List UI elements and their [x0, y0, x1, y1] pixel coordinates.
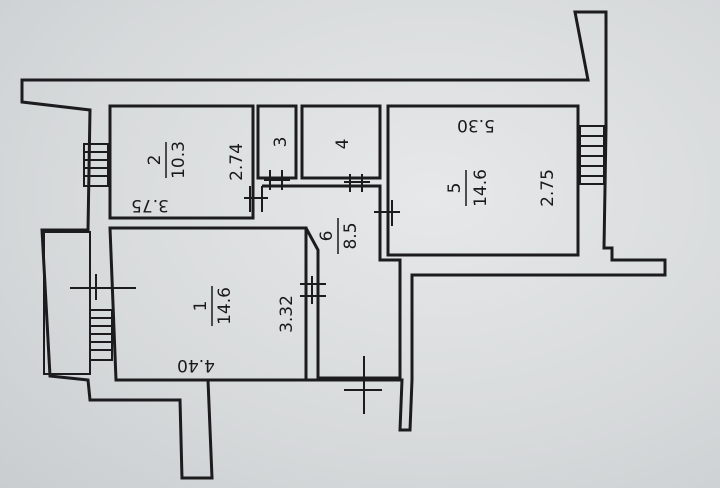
room-1-width: 3.32 — [277, 295, 297, 333]
room-3-number: 3 — [271, 137, 291, 148]
room-1-number: 1 — [191, 301, 211, 312]
room-1-length: 4.40 — [177, 355, 215, 375]
window-room-2 — [83, 143, 109, 187]
room-6-number: 6 — [317, 231, 337, 242]
room-6-outline — [262, 184, 402, 380]
room-5-width: 2.75 — [538, 169, 558, 207]
room-2-outline — [108, 104, 255, 220]
room-2-area: 10.3 — [169, 141, 189, 179]
room-5-number: 5 — [445, 183, 465, 194]
room-2-number: 2 — [145, 155, 165, 166]
room-5-area: 14.6 — [471, 169, 491, 207]
room-1-area: 14.6 — [215, 287, 235, 325]
room-1-outline — [108, 226, 308, 382]
window-room-1 — [89, 309, 113, 361]
room-5-length: 5.30 — [457, 115, 495, 135]
room-2-length: 3.75 — [131, 195, 169, 215]
window-room-5 — [579, 125, 605, 185]
room-3-outline — [256, 104, 298, 180]
room-5-outline — [386, 104, 580, 257]
room-4-number: 4 — [333, 139, 353, 150]
room-4-outline — [300, 104, 382, 180]
door-markers — [244, 170, 400, 414]
room-2-width: 2.74 — [227, 143, 247, 181]
balcony — [43, 231, 91, 375]
room-6-area: 8.5 — [341, 222, 361, 249]
